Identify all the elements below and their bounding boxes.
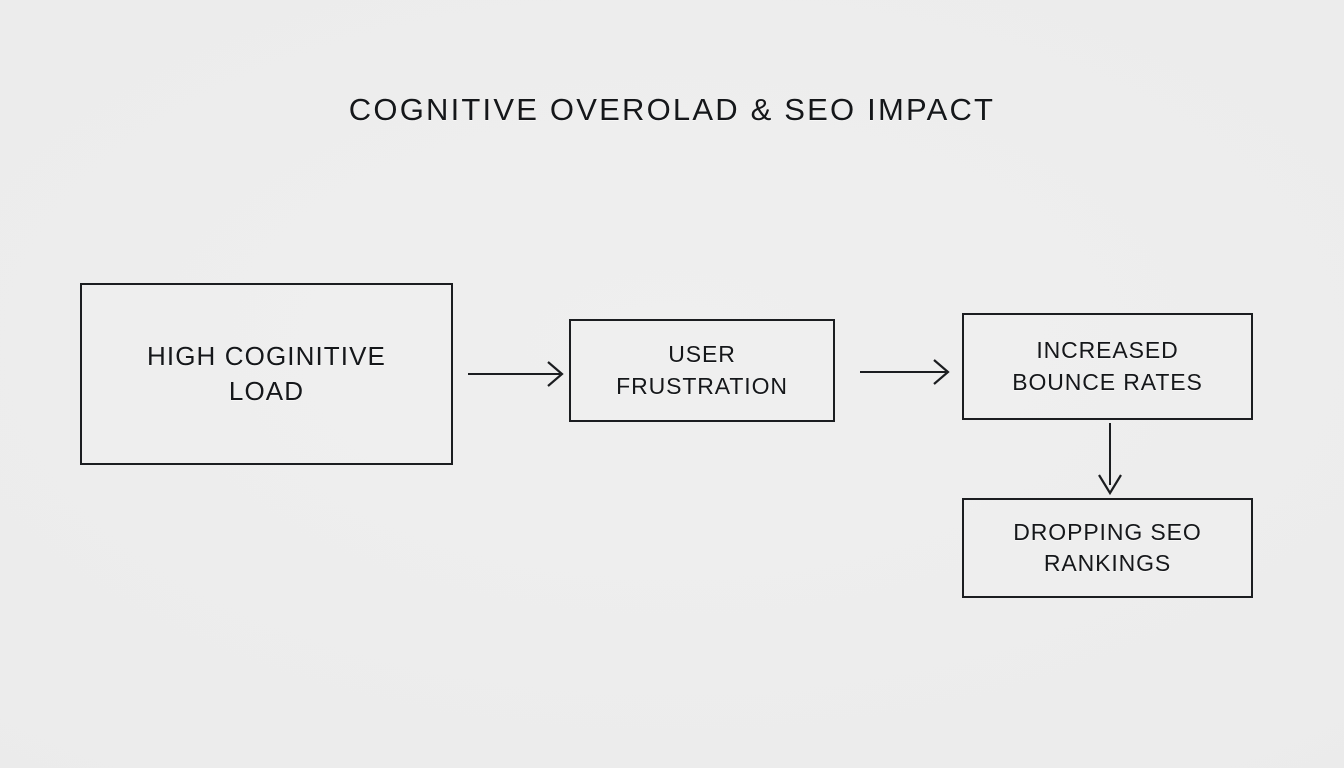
node-user-frustration[interactable]: USER FRUSTRATION	[569, 319, 835, 422]
node-dropping-seo-rankings[interactable]: DROPPING SEO RANKINGS	[962, 498, 1253, 598]
node-label: DROPPING SEO RANKINGS	[1013, 518, 1202, 576]
node-label: HIGH COGINITIVE LOAD	[147, 340, 386, 406]
page-title: COGNITIVE OVEROLAD & SEO IMPACT	[348, 92, 996, 127]
arrow-load-to-frustration	[468, 358, 572, 390]
node-label: USER FRUSTRATION	[616, 341, 788, 399]
node-label: INCREASED BOUNCE RATES	[1012, 337, 1203, 395]
arrow-frustration-to-bounce	[860, 356, 960, 388]
node-increased-bounce-rates[interactable]: INCREASED BOUNCE RATES	[962, 313, 1253, 420]
node-high-cognitive-load[interactable]: HIGH COGINITIVE LOAD	[80, 283, 453, 465]
arrow-bounce-to-rankings	[1094, 423, 1126, 497]
